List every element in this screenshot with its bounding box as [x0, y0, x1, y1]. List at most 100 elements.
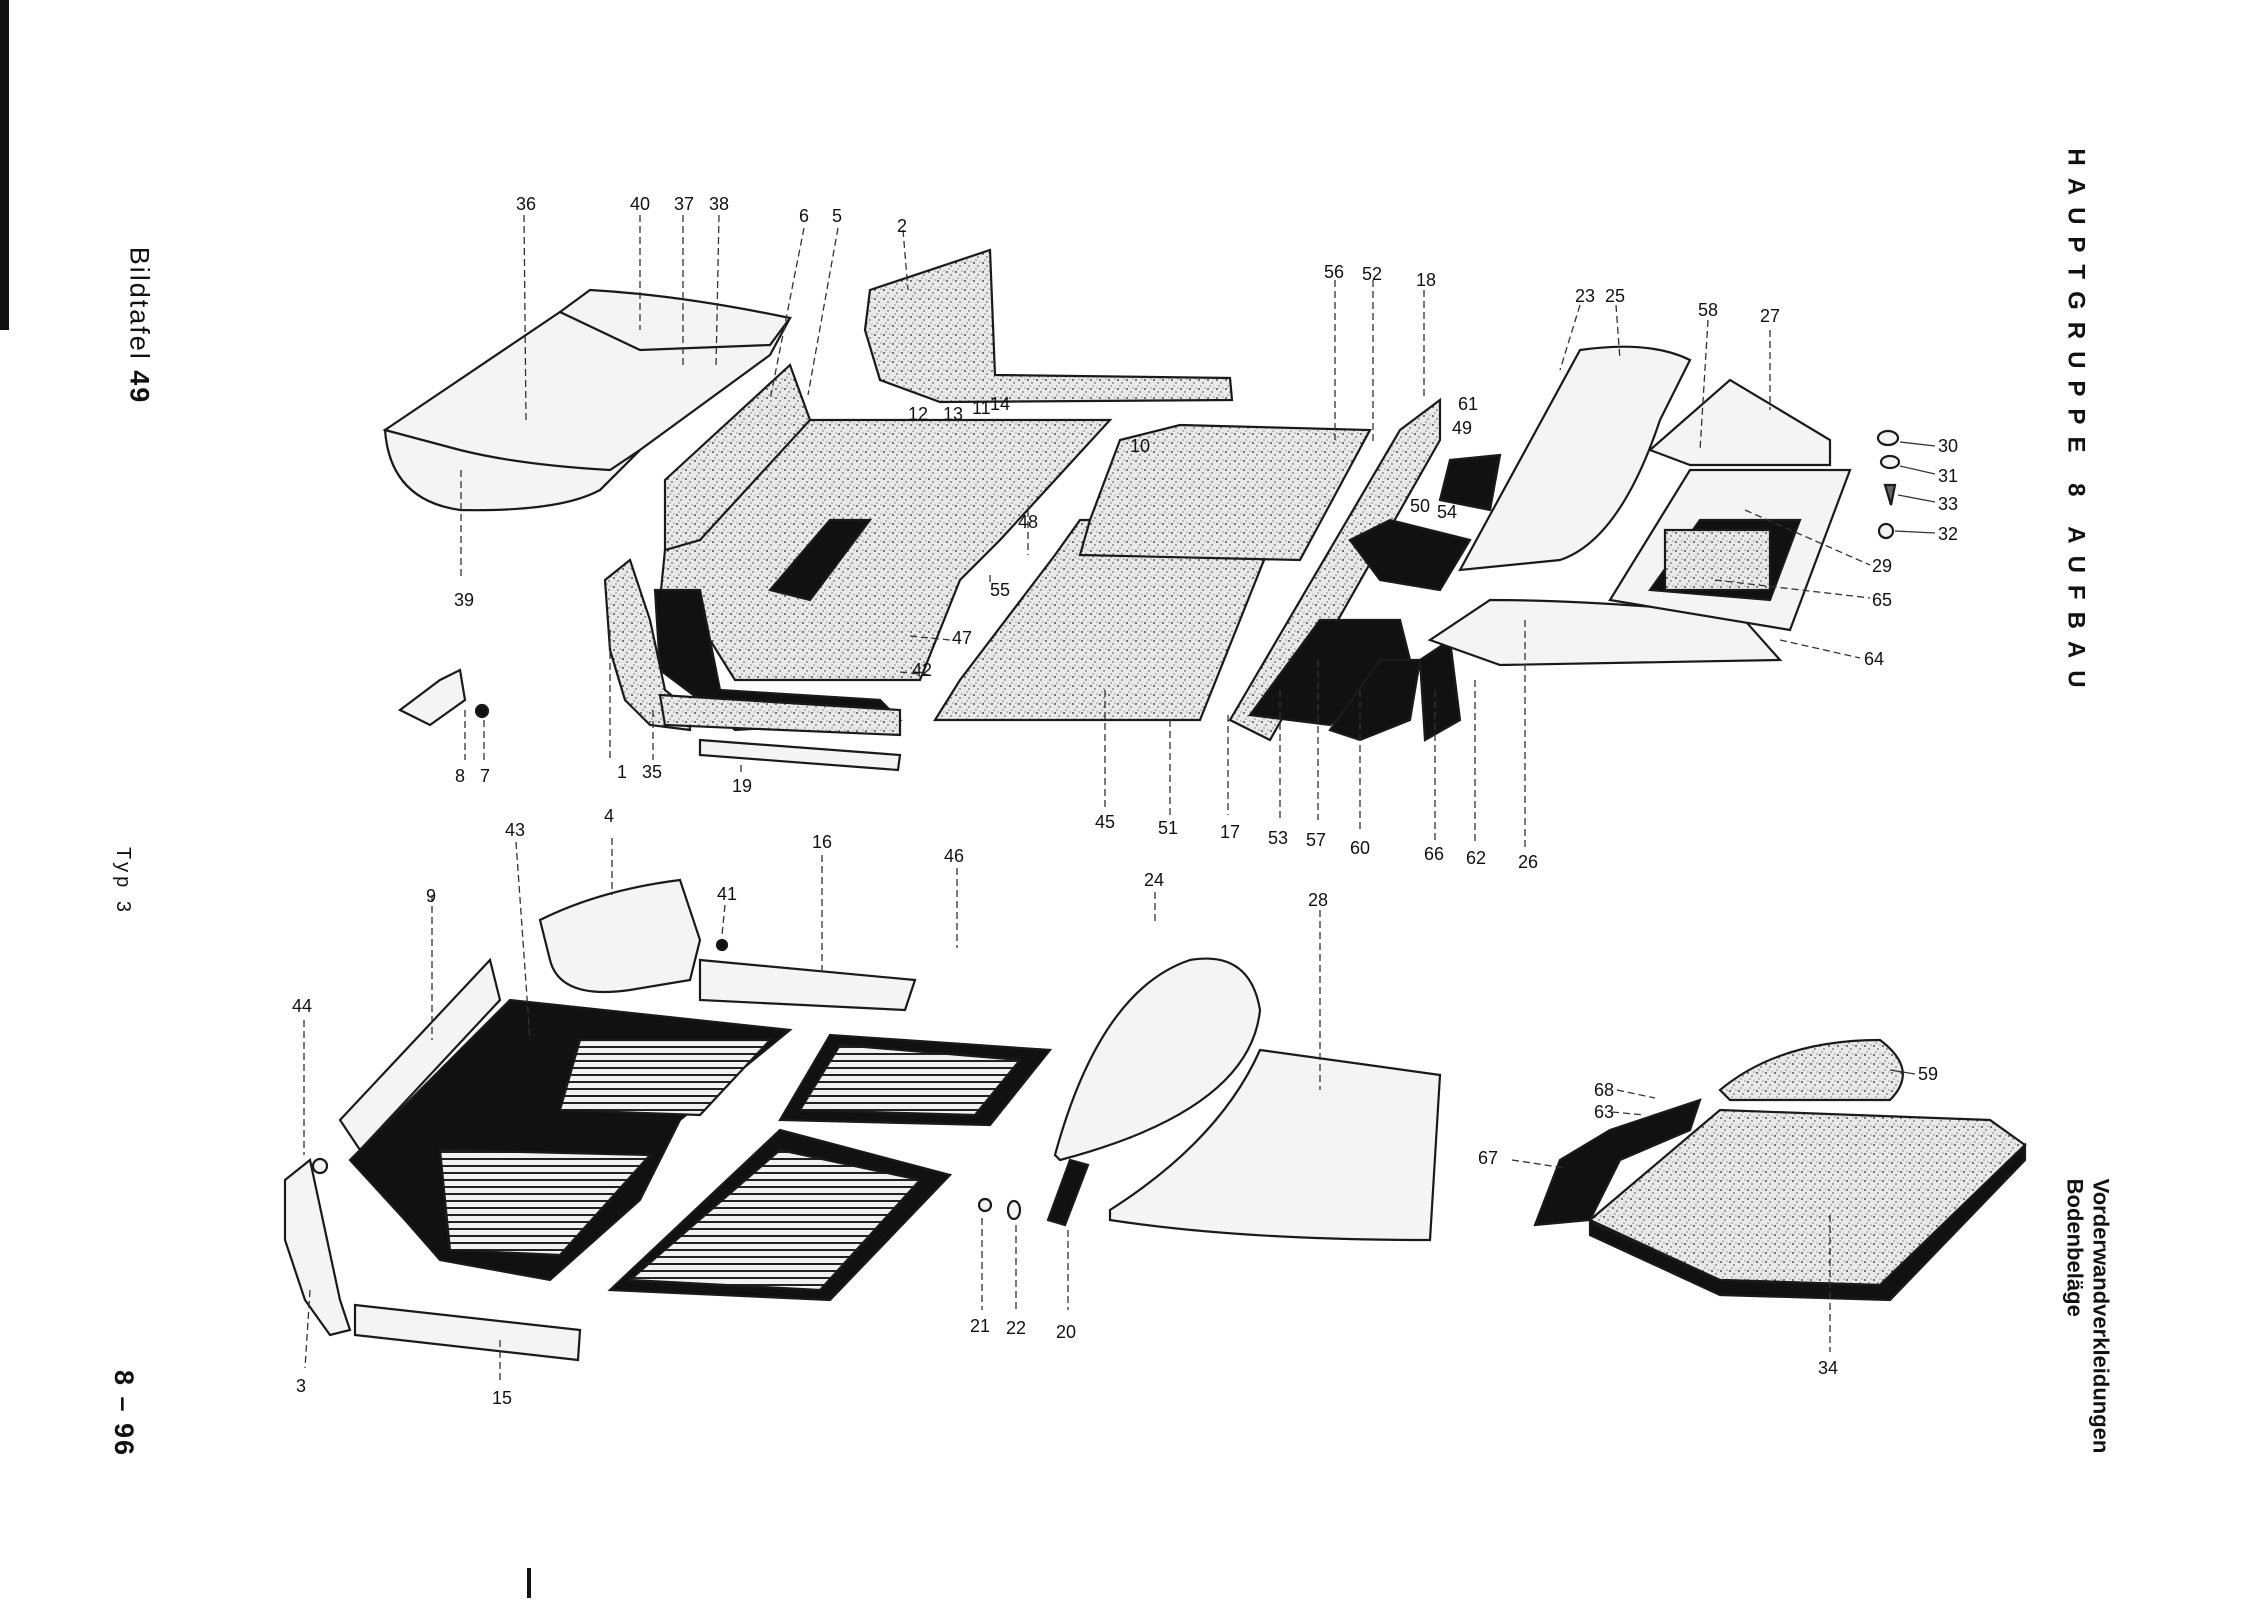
callout-53: 53	[1268, 828, 1288, 848]
callout-8: 8	[455, 766, 465, 786]
callout-57: 57	[1306, 830, 1326, 850]
part-65-inner-panel	[1663, 528, 1772, 592]
part-40-trunk-wall	[557, 288, 792, 352]
callout-12: 12	[908, 404, 928, 424]
callout-24: 24	[1144, 870, 1164, 890]
callout-41: 41	[717, 884, 737, 904]
part-53-insulation	[1248, 618, 1412, 727]
callout-39: 39	[454, 590, 474, 610]
callout-1: 1	[617, 762, 627, 782]
callout-27: 27	[1760, 306, 1780, 326]
scan-edge-mark	[0, 0, 9, 330]
callout-43: 43	[505, 820, 525, 840]
callout-68: 68	[1594, 1080, 1614, 1100]
callout-67: 67	[1478, 1148, 1498, 1168]
callout-28: 28	[1308, 890, 1328, 910]
leader-lines	[303, 214, 1936, 1382]
callout-61: 61	[1458, 394, 1478, 414]
part-3-kick-panel	[283, 1158, 352, 1337]
callout-9: 9	[426, 886, 436, 906]
callout-34: 34	[1818, 1358, 1838, 1378]
callout-35: 35	[642, 762, 662, 782]
callout-29: 29	[1872, 556, 1892, 576]
callout-50: 50	[1410, 496, 1430, 516]
callout-62: 62	[1466, 848, 1486, 868]
callout-54: 54	[1437, 502, 1457, 522]
callout-7: 7	[480, 766, 490, 786]
callout-45: 45	[1095, 812, 1115, 832]
callout-21: 21	[970, 1316, 990, 1336]
callout-19: 19	[732, 776, 752, 796]
part-46-ribbed-top	[798, 1043, 1023, 1117]
part-2-cowl-trim	[863, 248, 1234, 404]
callout-5: 5	[832, 206, 842, 226]
callout-numbers: 36 40 37 38 6 5 2 12 13 11 14 10 56 52 1…	[292, 194, 1958, 1408]
callout-44: 44	[292, 996, 312, 1016]
callout-48: 48	[1018, 512, 1038, 532]
callout-23: 23	[1575, 286, 1595, 306]
callout-30: 30	[1938, 436, 1958, 456]
callout-18: 18	[1416, 270, 1436, 290]
part-30-clip	[1876, 429, 1900, 447]
part-39-trunk-front-panel	[383, 428, 641, 512]
callout-4: 4	[604, 806, 614, 826]
part-41-clip	[715, 938, 729, 952]
callout-15: 15	[492, 1388, 512, 1408]
callout-25: 25	[1605, 286, 1625, 306]
callout-36: 36	[516, 194, 536, 214]
callout-38: 38	[709, 194, 729, 214]
part-32-nut	[1877, 522, 1895, 540]
part-59-wheel-arch-cover	[1718, 1038, 1904, 1102]
callout-3: 3	[296, 1376, 306, 1396]
part-24-rear-shelf-board	[1053, 957, 1262, 1162]
callout-33: 33	[1938, 494, 1958, 514]
part-6-side-panel	[663, 363, 812, 552]
callout-32: 32	[1938, 524, 1958, 544]
part-15-sill-strip	[353, 1303, 582, 1362]
callout-42: 42	[912, 660, 932, 680]
callout-55: 55	[990, 580, 1010, 600]
part-49-insulation	[1438, 453, 1502, 512]
callout-63: 63	[1594, 1102, 1614, 1122]
callout-64: 64	[1864, 649, 1884, 669]
part-4-cowl-panel	[538, 878, 702, 994]
part-45-rear-floor-carpet	[933, 518, 1282, 722]
callout-26: 26	[1518, 852, 1538, 872]
callout-22: 22	[1006, 1318, 1026, 1338]
callout-16: 16	[812, 832, 832, 852]
part-35-sill-trim	[658, 693, 902, 737]
callout-31: 31	[1938, 466, 1958, 486]
callout-37: 37	[674, 194, 694, 214]
part-67-insulation-piece	[1533, 1098, 1702, 1227]
callout-13: 13	[943, 404, 963, 424]
callout-40: 40	[630, 194, 650, 214]
callout-46: 46	[944, 846, 964, 866]
callout-59: 59	[1918, 1064, 1938, 1084]
part-43-ribbed-area-front	[438, 1148, 653, 1257]
callout-60: 60	[1350, 838, 1370, 858]
part-31-clip	[1879, 454, 1901, 470]
callout-51: 51	[1158, 818, 1178, 838]
part-19-sill-strip	[698, 738, 902, 772]
part-66-insulation	[1418, 638, 1462, 742]
callout-10: 10	[1130, 436, 1150, 456]
callout-14: 14	[990, 394, 1010, 414]
part-tunnel-black-segment	[768, 518, 873, 602]
part-21-screw	[977, 1197, 993, 1213]
top-assembly	[382, 248, 1901, 772]
part-9-side-panel	[338, 957, 502, 1152]
part-50-insulation	[1348, 518, 1472, 592]
bottom-assembly	[283, 878, 2027, 1362]
part-8-bracket	[397, 668, 467, 727]
callout-56: 56	[1324, 262, 1344, 282]
callout-2: 2	[897, 216, 907, 236]
part-46-ribbed-area	[627, 1148, 923, 1292]
callout-6: 6	[799, 206, 809, 226]
callout-66: 66	[1424, 844, 1444, 864]
part-44-clip	[311, 1157, 329, 1175]
callout-17: 17	[1220, 822, 1240, 842]
part-28-floor-board	[1108, 1048, 1442, 1242]
scan-bottom-mark	[527, 1568, 531, 1598]
